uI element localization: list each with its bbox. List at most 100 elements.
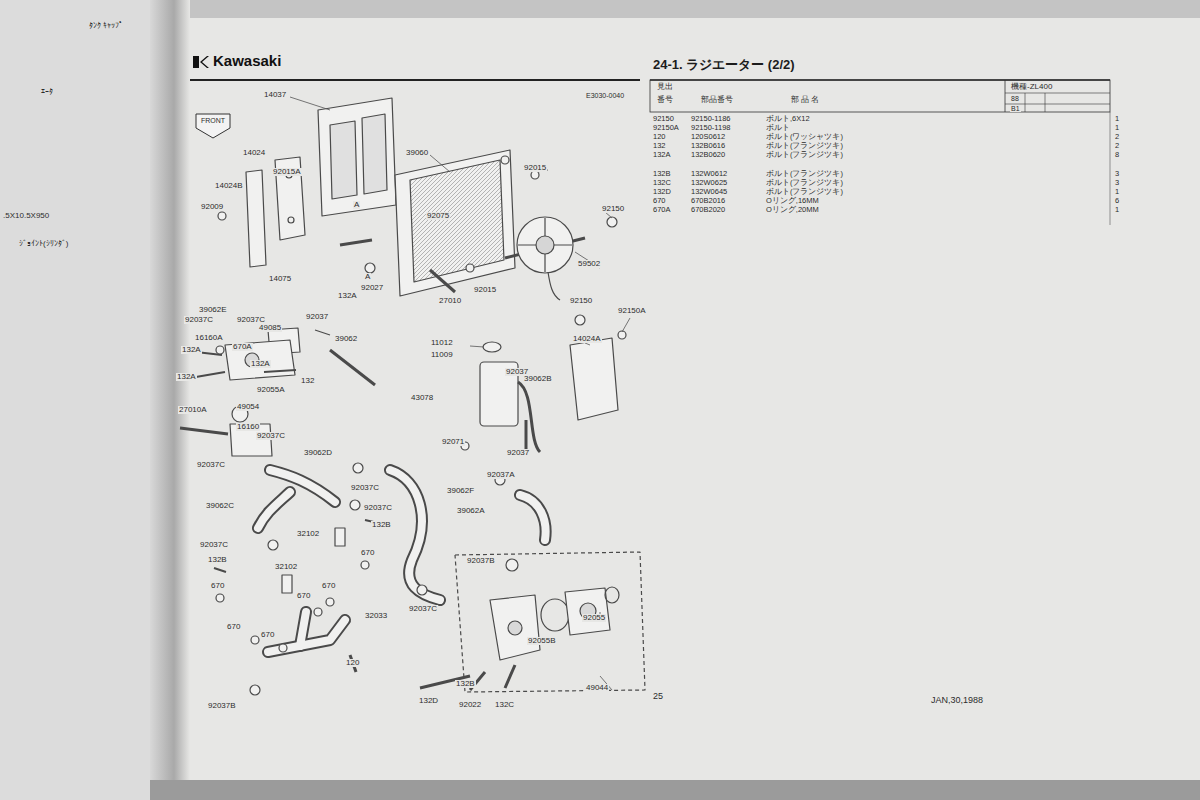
spine-shadow (150, 0, 190, 800)
table-cell: ボルト,6X12 (765, 115, 811, 123)
table-cell: 132 (652, 142, 667, 150)
callout-number: 670 (260, 631, 275, 639)
table-cell: ボルト(フランジツキ) (765, 170, 844, 178)
callout-number: 92075 (426, 212, 450, 220)
table-header: 番号 (656, 96, 674, 104)
callout-number: 670 (296, 592, 311, 600)
callout-number: 49085 (258, 324, 282, 332)
callout-number: 39062A (456, 507, 486, 515)
callout-number: 670 (321, 582, 336, 590)
callout-number: 92015 (473, 286, 497, 294)
callout-number: 132B (455, 680, 476, 688)
callout-number: 670 (210, 582, 225, 590)
callout-number: 14024 (242, 149, 266, 157)
table-cell: 132W0612 (690, 170, 728, 178)
table-cell: 120 (652, 133, 667, 141)
callout-number: 43078 (410, 394, 434, 402)
callout-number: 92037C (256, 432, 286, 440)
callout-number: 27010A (178, 406, 208, 414)
table-cell: 120S0612 (690, 133, 726, 141)
left-page (0, 0, 168, 800)
table-cell: ボルト(ワッシャツキ) (765, 133, 844, 141)
callout-number: 132D (418, 697, 439, 705)
table-cell: 132A (652, 151, 672, 159)
callout-number: 120 (345, 659, 360, 667)
brand-emblem (193, 56, 209, 68)
callout-number: 132A (181, 346, 202, 354)
table-header: 部品番号 (700, 96, 734, 104)
table-cell: 1 (1114, 206, 1120, 214)
table-header: 88 (1010, 95, 1020, 102)
table-cell: ボルト(フランジツキ) (765, 179, 844, 187)
callout-number: 92037B (466, 557, 496, 565)
callout-number: 27010 (438, 297, 462, 305)
callout-number: 92037A (486, 471, 516, 479)
table-cell: 132B (652, 170, 672, 178)
callout-number: 39062D (303, 449, 333, 457)
table-header: B1 (1010, 105, 1021, 112)
table-cell: 670B2016 (690, 197, 726, 205)
callout-number: A (364, 273, 371, 281)
callout-number: 92055A (256, 386, 286, 394)
callout-number: 92150 (569, 297, 593, 305)
callout-number: 92055B (527, 637, 557, 645)
page-fragment: .5X10.5X950 (2, 212, 50, 220)
callout-number: 39062E (198, 306, 228, 314)
callout-number: 670 (226, 623, 241, 631)
callout-number: 39062C (205, 502, 235, 510)
brand-name: Kawasaki (212, 53, 282, 69)
table-cell: ボルト(フランジツキ) (765, 188, 844, 196)
table-cell: 92150 (652, 115, 675, 123)
callout-number: 132A (250, 360, 271, 368)
table-cell: 670 (652, 197, 667, 205)
callout-number: 39062B (523, 375, 553, 383)
table-cell: 2 (1114, 142, 1120, 150)
table-cell: 92150A (652, 124, 680, 132)
callout-number: 92037C (184, 316, 214, 324)
print-date: JAN,30,1988 (930, 696, 984, 705)
table-cell: 132C (652, 179, 672, 187)
callout-number: 32102 (274, 563, 298, 571)
table-cell: 6 (1114, 197, 1120, 205)
callout-number: 92150A (617, 307, 647, 315)
callout-number: 14024A (572, 335, 602, 343)
table-header: 部 品 名 (790, 96, 820, 104)
table-header: 見出 (656, 83, 674, 91)
table-cell: 92150-1186 (690, 115, 731, 123)
callout-number: 132C (494, 701, 515, 709)
callout-number: 132B (207, 556, 228, 564)
callout-number: 39062 (334, 335, 358, 343)
callout-number: 92009 (200, 203, 224, 211)
callout-number: 670A (232, 343, 253, 351)
front-arrow (196, 114, 230, 138)
table-cell: 132B0620 (690, 151, 726, 159)
page-number: 25 (652, 692, 664, 701)
page-fragment: ﾀﾝｸ ｷｬｯﾌﾟ (88, 22, 124, 30)
callout-number: 14075 (268, 275, 292, 283)
callout-number: A (353, 201, 360, 209)
callout-number: 132A (176, 373, 197, 381)
callout-number: 59502 (577, 260, 601, 268)
page-edge (150, 780, 1200, 800)
table-cell: Oリング,16MM (765, 197, 820, 205)
callout-number: 14024B (214, 182, 244, 190)
table-cell: 3 (1114, 179, 1120, 187)
page-fragment: ｼﾞｮｲﾝﾄ(ｼﾘﾝﾀﾞ) (18, 240, 69, 248)
table-cell: 3 (1114, 170, 1120, 178)
table-cell: 1 (1114, 124, 1120, 132)
callout-number: 92022 (458, 701, 482, 709)
callout-number: 92015A (272, 168, 302, 176)
front-arrow-text: FRONT (200, 117, 226, 124)
callout-number: 16160A (194, 334, 224, 342)
callout-number: 92037C (199, 541, 229, 549)
table-cell: ボルト(フランジツキ) (765, 151, 844, 159)
table-cell: ボルト(フランジツキ) (765, 142, 844, 150)
callout-number: 49054 (236, 403, 260, 411)
callout-number: 92037B (207, 702, 237, 710)
table-cell: ボルト (765, 124, 791, 132)
callout-number: 92027 (360, 284, 384, 292)
table-cell: 1 (1114, 115, 1120, 123)
